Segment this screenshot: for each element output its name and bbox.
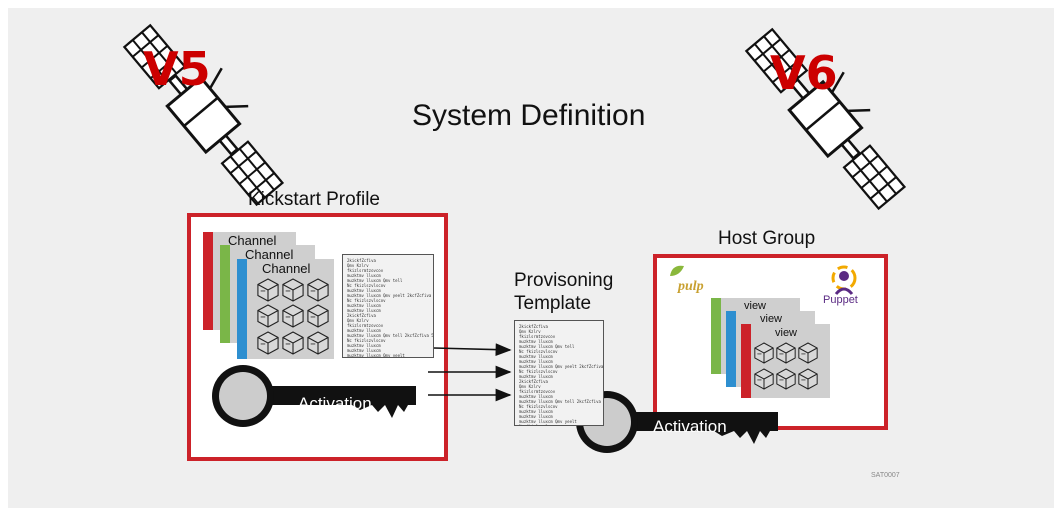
host-activation-key-label: Activation: [653, 417, 727, 436]
channel-label: Channel: [228, 233, 277, 248]
package-cube-icon: [257, 278, 329, 355]
provisioning-template-label-line1: Provisoning: [514, 270, 614, 291]
channel-label: Channel: [262, 261, 311, 276]
activation-key-label: Activation: [298, 394, 372, 413]
provisioning-template-document: 2kickfZcfiva Qmv Kzlrv fkizlsrmtzovcov m…: [514, 320, 604, 426]
version-label-v6: V6: [770, 46, 838, 100]
arrow-icon: [428, 343, 512, 402]
provisioning-template-label-line2: Template: [514, 293, 592, 314]
kickstart-profile-label: Kickstart Profile: [248, 189, 380, 210]
activation-key-icon: [212, 365, 416, 427]
page-title: System Definition: [412, 99, 646, 132]
puppet-logo-text: Puppet: [823, 294, 858, 306]
host-group-label: Host Group: [718, 228, 816, 249]
version-label-v5: V5: [143, 42, 211, 96]
channel-label: Channel: [245, 247, 294, 262]
slide-code: SAT0007: [871, 472, 900, 479]
satellite-icon: [744, 27, 906, 211]
pulp-logo-text: pulp: [678, 279, 704, 294]
puppet-logo-icon: [831, 265, 857, 295]
kickstart-document: 2kickfZcfiva Qmv Kzlrv fkizlsrmtzovcov m…: [342, 254, 434, 358]
view-label: view: [775, 327, 798, 339]
pulp-logo-icon: [670, 265, 684, 276]
satellite-icon: [122, 23, 284, 207]
view-label: view: [760, 313, 783, 325]
view-label: view: [744, 300, 767, 312]
